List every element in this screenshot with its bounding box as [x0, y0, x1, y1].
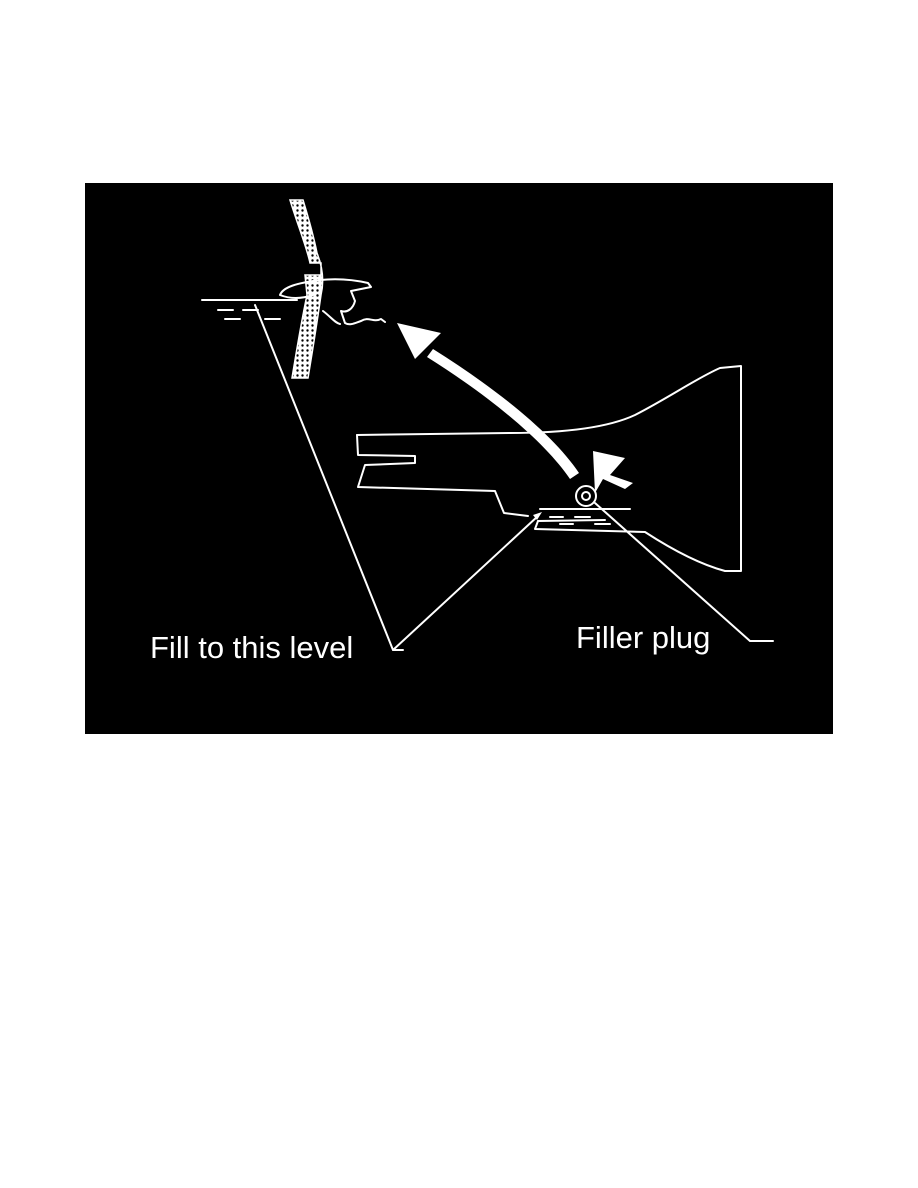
fluid-level-left: [201, 299, 298, 320]
fluid-level-plug: [539, 508, 631, 525]
filler-plug-icon: [575, 485, 597, 507]
fill-level-label: Fill to this level: [150, 630, 353, 665]
transmission-fill-diagram: Fill to this level Filler plug: [150, 199, 774, 665]
filler-plug-label: Filler plug: [576, 620, 710, 655]
curved-arrow-icon: [397, 323, 579, 479]
plug-pointer-arrow-icon: [593, 451, 633, 493]
hand: [279, 278, 386, 326]
transmission-body: [356, 365, 742, 572]
fill-level-leaders: [254, 304, 542, 651]
filler-hose: [288, 199, 324, 379]
filler-plug-leader: [594, 502, 774, 642]
filler-hose-and-hand: [279, 199, 386, 379]
diagram-panel: Fill to this level Filler plug: [85, 183, 833, 734]
